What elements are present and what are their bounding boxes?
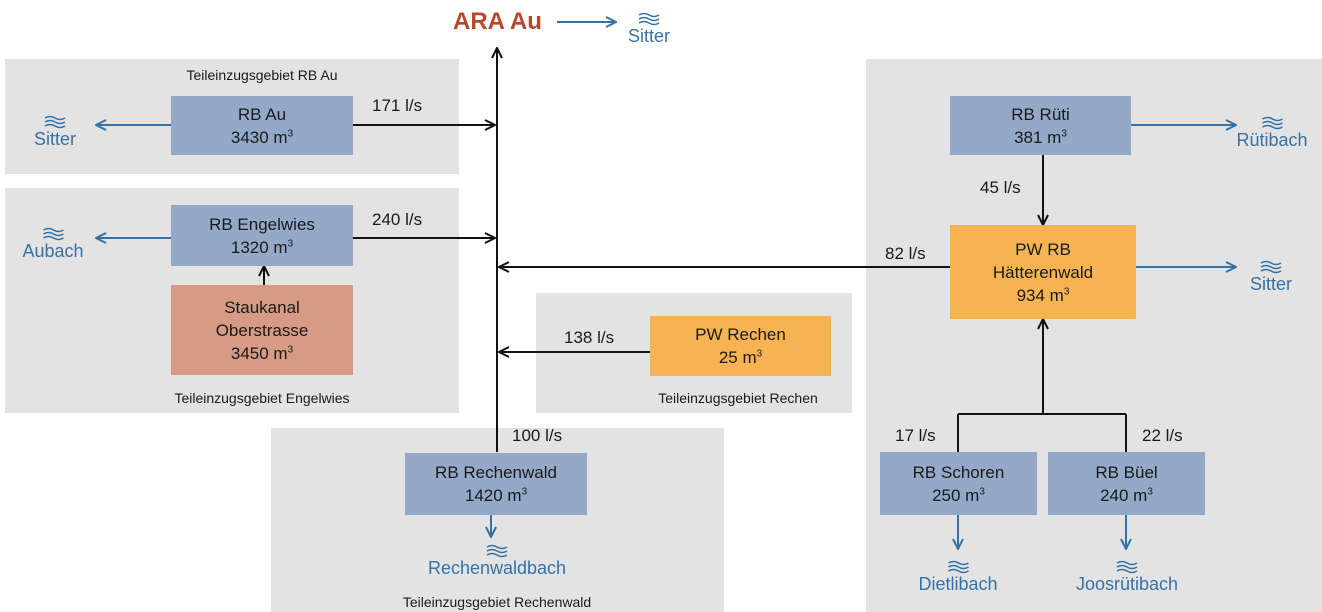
water-sitter-top: Sitter bbox=[628, 12, 670, 46]
box-rb-rechenwald-name: RB Rechenwald bbox=[435, 463, 557, 482]
flow-label-haetterenwald: 82 l/s bbox=[885, 244, 926, 263]
flow-label-bueel: 22 l/s bbox=[1142, 426, 1183, 445]
water-dietlibach: Dietlibach bbox=[918, 560, 998, 594]
water-wave-icon bbox=[1261, 116, 1283, 130]
water-wave-icon bbox=[44, 115, 66, 129]
region-label-rechen: Teileinzugsgebiet Rechen bbox=[658, 390, 818, 406]
box-rb-rechenwald: RB Rechenwald 1420 m3 bbox=[405, 453, 587, 515]
water-rutibach: Rütibach bbox=[1236, 116, 1308, 150]
water-label: Sitter bbox=[33, 129, 77, 149]
water-label: Joosrütibach bbox=[1075, 574, 1179, 594]
box-staukanal-oberstrasse: Staukanal Oberstrasse 3450 m3 bbox=[171, 285, 353, 375]
water-wave-icon bbox=[947, 560, 969, 574]
flow-label-rechen: 138 l/s bbox=[564, 328, 615, 347]
box-rb-ruti-volume: 381 m3 bbox=[1014, 127, 1067, 147]
water-label: Rütibach bbox=[1236, 130, 1308, 150]
water-wave-icon bbox=[486, 544, 508, 558]
region-label-rb-au: Teileinzugsgebiet RB Au bbox=[186, 67, 338, 83]
box-pw-haetterenwald-volume: 934 m3 bbox=[1016, 285, 1070, 305]
water-label: Sitter bbox=[627, 26, 671, 46]
box-staukanal-volume: 3450 m3 bbox=[230, 343, 294, 363]
flow-label-engelwies: 240 l/s bbox=[372, 210, 423, 229]
region-label-engelwies: Teileinzugsgebiet Engelwies bbox=[174, 390, 350, 406]
box-rb-bueel-volume: 240 m3 bbox=[1100, 485, 1153, 505]
flow-label-schoren: 17 l/s bbox=[895, 426, 936, 445]
box-rb-ruti: RB Rüti 381 m3 bbox=[950, 96, 1131, 155]
box-staukanal-line2: Oberstrasse bbox=[215, 320, 309, 340]
water-label: Sitter bbox=[1249, 274, 1293, 294]
region-label-rechenwald: Teileinzugsgebiet Rechenwald bbox=[402, 594, 592, 610]
box-pw-rechen: PW Rechen 25 m3 bbox=[650, 316, 831, 376]
box-rb-au-name: RB Au bbox=[237, 104, 287, 124]
water-label: Aubach bbox=[22, 241, 84, 261]
water-wave-icon bbox=[1116, 560, 1138, 574]
water-sitter-right: Sitter bbox=[1250, 260, 1292, 294]
water-rechenwaldbach: Rechenwaldbach bbox=[428, 544, 566, 578]
water-joosrutibach: Joosrütibach bbox=[1076, 560, 1178, 594]
ara-au-label: ARA Au bbox=[453, 8, 542, 35]
box-rb-schoren: RB Schoren 250 m3 bbox=[880, 452, 1037, 515]
flow-label-rechenwald: 100 l/s bbox=[512, 426, 563, 445]
box-rb-engelwies-volume: 1320 m3 bbox=[230, 237, 294, 257]
water-wave-icon bbox=[638, 12, 660, 26]
water-wave-icon bbox=[1260, 260, 1282, 274]
box-rb-engelwies: RB Engelwies 1320 m3 bbox=[171, 205, 353, 266]
box-pw-rb-haetterenwald: PW RB Hätterenwald 934 m3 bbox=[950, 225, 1136, 319]
flow-label-rb-au: 171 l/s bbox=[372, 96, 423, 115]
box-rb-bueel-name: RB Büel bbox=[1095, 462, 1158, 482]
water-label: Dietlibach bbox=[918, 574, 998, 594]
flow-label-ruti: 45 l/s bbox=[980, 178, 1021, 197]
water-wave-icon bbox=[42, 227, 64, 241]
water-sitter-left: Sitter bbox=[34, 115, 76, 149]
box-rb-schoren-name: RB Schoren bbox=[912, 462, 1005, 482]
box-pw-haetterenwald-line2: Hätterenwald bbox=[992, 262, 1094, 282]
box-pw-rechen-name: PW Rechen bbox=[695, 325, 786, 344]
water-label: Rechenwaldbach bbox=[427, 558, 567, 578]
box-rb-engelwies-name: RB Engelwies bbox=[209, 214, 315, 234]
box-rb-schoren-volume: 250 m3 bbox=[932, 485, 985, 505]
box-rb-bueel: RB Büel 240 m3 bbox=[1048, 452, 1205, 515]
box-pw-rechen-volume: 25 m3 bbox=[718, 348, 763, 367]
box-staukanal-line1: Staukanal bbox=[224, 297, 300, 317]
box-rb-ruti-name: RB Rüti bbox=[1011, 104, 1070, 124]
box-rb-au: RB Au 3430 m3 bbox=[171, 96, 353, 155]
water-aubach: Aubach bbox=[22, 227, 84, 261]
box-rb-rechenwald-volume: 1420 m3 bbox=[464, 486, 528, 505]
box-rb-au-volume: 3430 m3 bbox=[230, 127, 294, 147]
box-pw-haetterenwald-line1: PW RB bbox=[1015, 239, 1071, 259]
